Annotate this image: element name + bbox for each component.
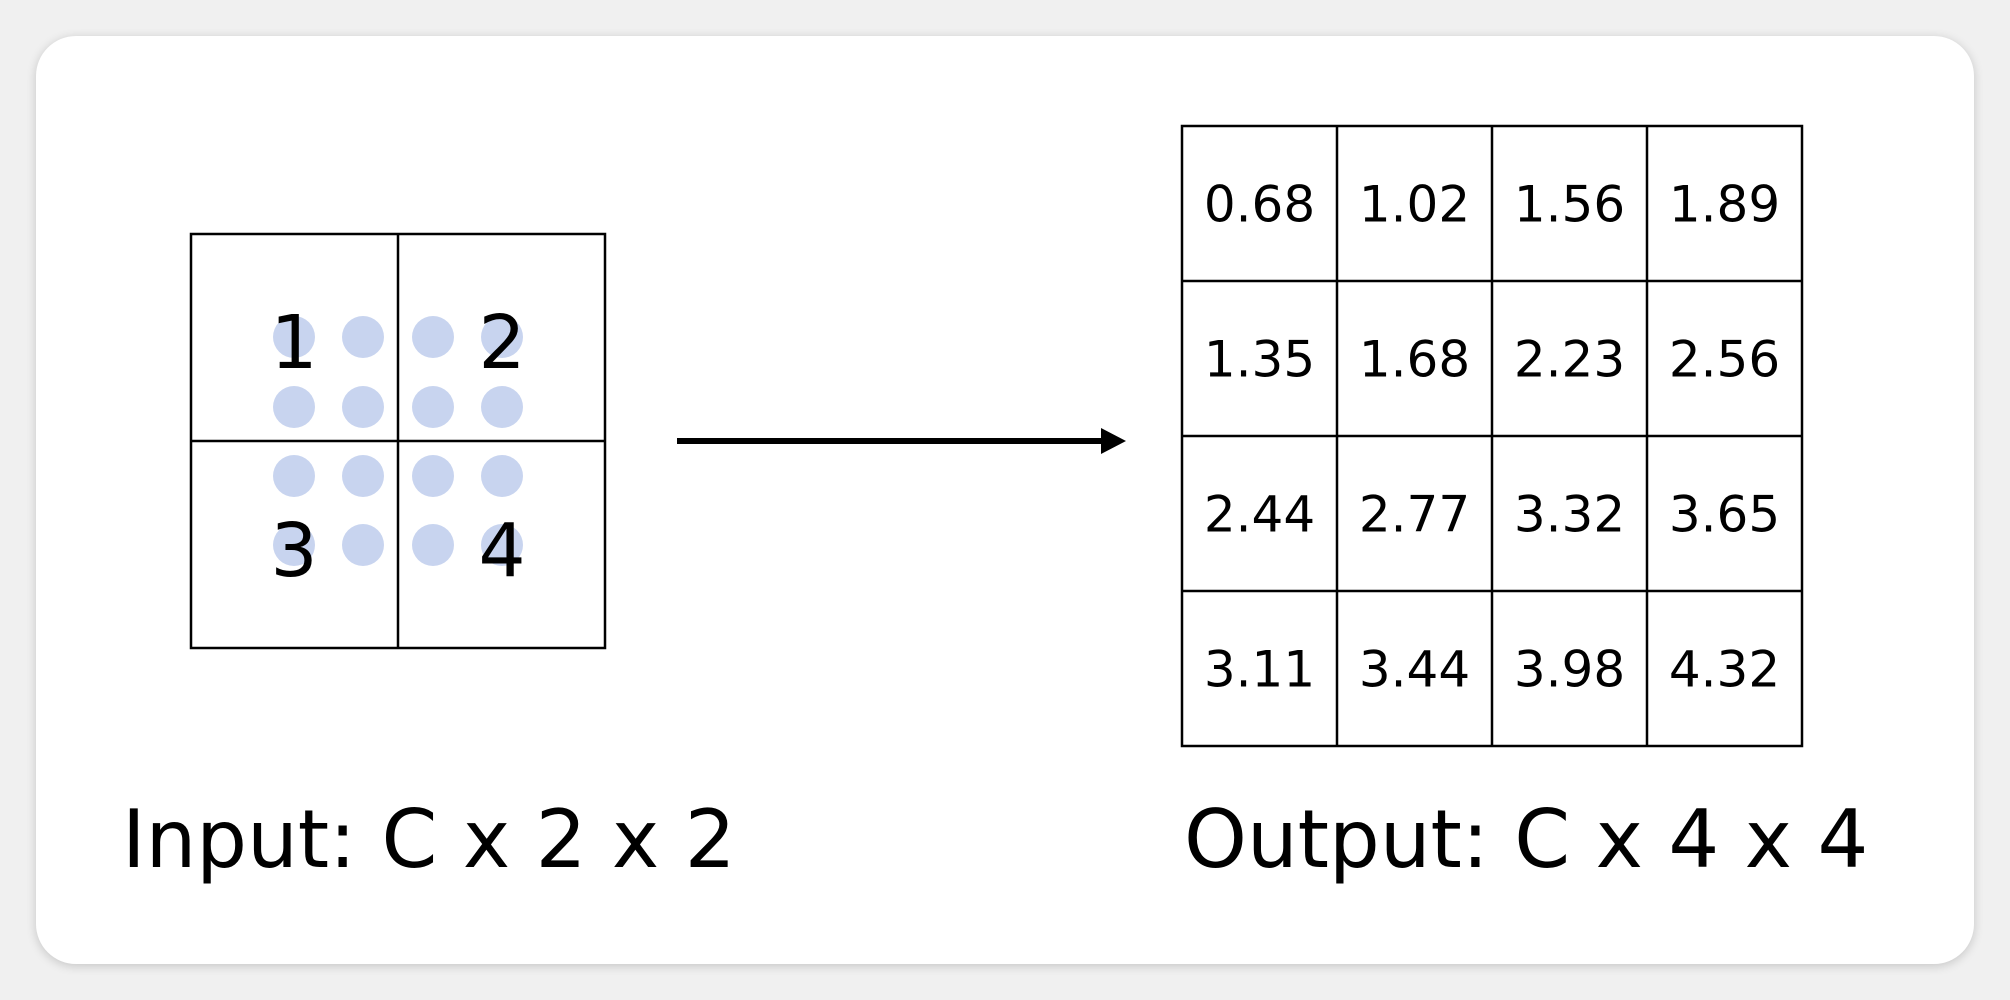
output-cell-value: 2.44 <box>1204 486 1315 544</box>
upsampling-diagram: 0.68 1.02 1.56 1.89 1.35 1.68 2.23 2.56 2.44 2.77… <box>189 124 1804 748</box>
sample-point-dot <box>481 455 523 497</box>
input-value-3: 3 <box>270 508 317 594</box>
output-cell-value: 1.35 <box>1204 331 1315 389</box>
output-cell-value: 1.02 <box>1359 176 1470 234</box>
input-values: 1 2 3 4 <box>270 300 525 594</box>
sample-point-dot <box>412 316 454 358</box>
input-caption: Input: C x 2 x 2 <box>122 793 736 886</box>
output-cell-value: 3.44 <box>1359 641 1470 699</box>
sample-point-dot <box>481 386 523 428</box>
sample-point-dot <box>342 386 384 428</box>
output-grid <box>1180 124 1804 748</box>
sample-point-dot <box>412 455 454 497</box>
output-cell-value: 3.32 <box>1514 486 1625 544</box>
diagram-card: 0.68 1.02 1.56 1.89 1.35 1.68 2.23 2.56 2.44 2.77… <box>36 36 1974 964</box>
input-value-2: 2 <box>478 300 525 386</box>
output-cell-value: 3.65 <box>1669 486 1780 544</box>
sample-point-dot <box>273 316 315 358</box>
output-cell-value: 1.56 <box>1514 176 1625 234</box>
output-cell-value: 3.98 <box>1514 641 1625 699</box>
sample-point-dot <box>273 455 315 497</box>
sample-point-dot <box>273 524 315 566</box>
sample-point-dot <box>342 524 384 566</box>
sample-point-dot <box>342 455 384 497</box>
output-cell-value: 3.11 <box>1204 641 1315 699</box>
arrow-icon <box>677 428 1126 454</box>
output-cell-value: 2.77 <box>1359 486 1470 544</box>
sample-point-dot <box>412 386 454 428</box>
sample-point-dot <box>412 524 454 566</box>
input-grid <box>189 232 607 650</box>
output-cell-value: 2.23 <box>1514 331 1625 389</box>
output-values: 0.68 1.02 1.56 1.89 1.35 1.68 2.23 2.56 2.44 2.77… <box>1204 176 1780 699</box>
output-caption: Output: C x 4 x 4 <box>1184 793 1869 886</box>
output-cell-value: 0.68 <box>1204 176 1315 234</box>
sample-points <box>273 316 523 566</box>
sample-point-dot <box>481 316 523 358</box>
sample-point-dot <box>342 316 384 358</box>
input-value-4: 4 <box>478 508 525 594</box>
output-cell-value: 4.32 <box>1669 641 1780 699</box>
output-cell-value: 2.56 <box>1669 331 1780 389</box>
output-cell-value: 1.89 <box>1669 176 1780 234</box>
sample-point-dot <box>481 524 523 566</box>
input-value-1: 1 <box>270 300 317 386</box>
output-cell-value: 1.68 <box>1359 331 1470 389</box>
sample-point-dot <box>273 386 315 428</box>
